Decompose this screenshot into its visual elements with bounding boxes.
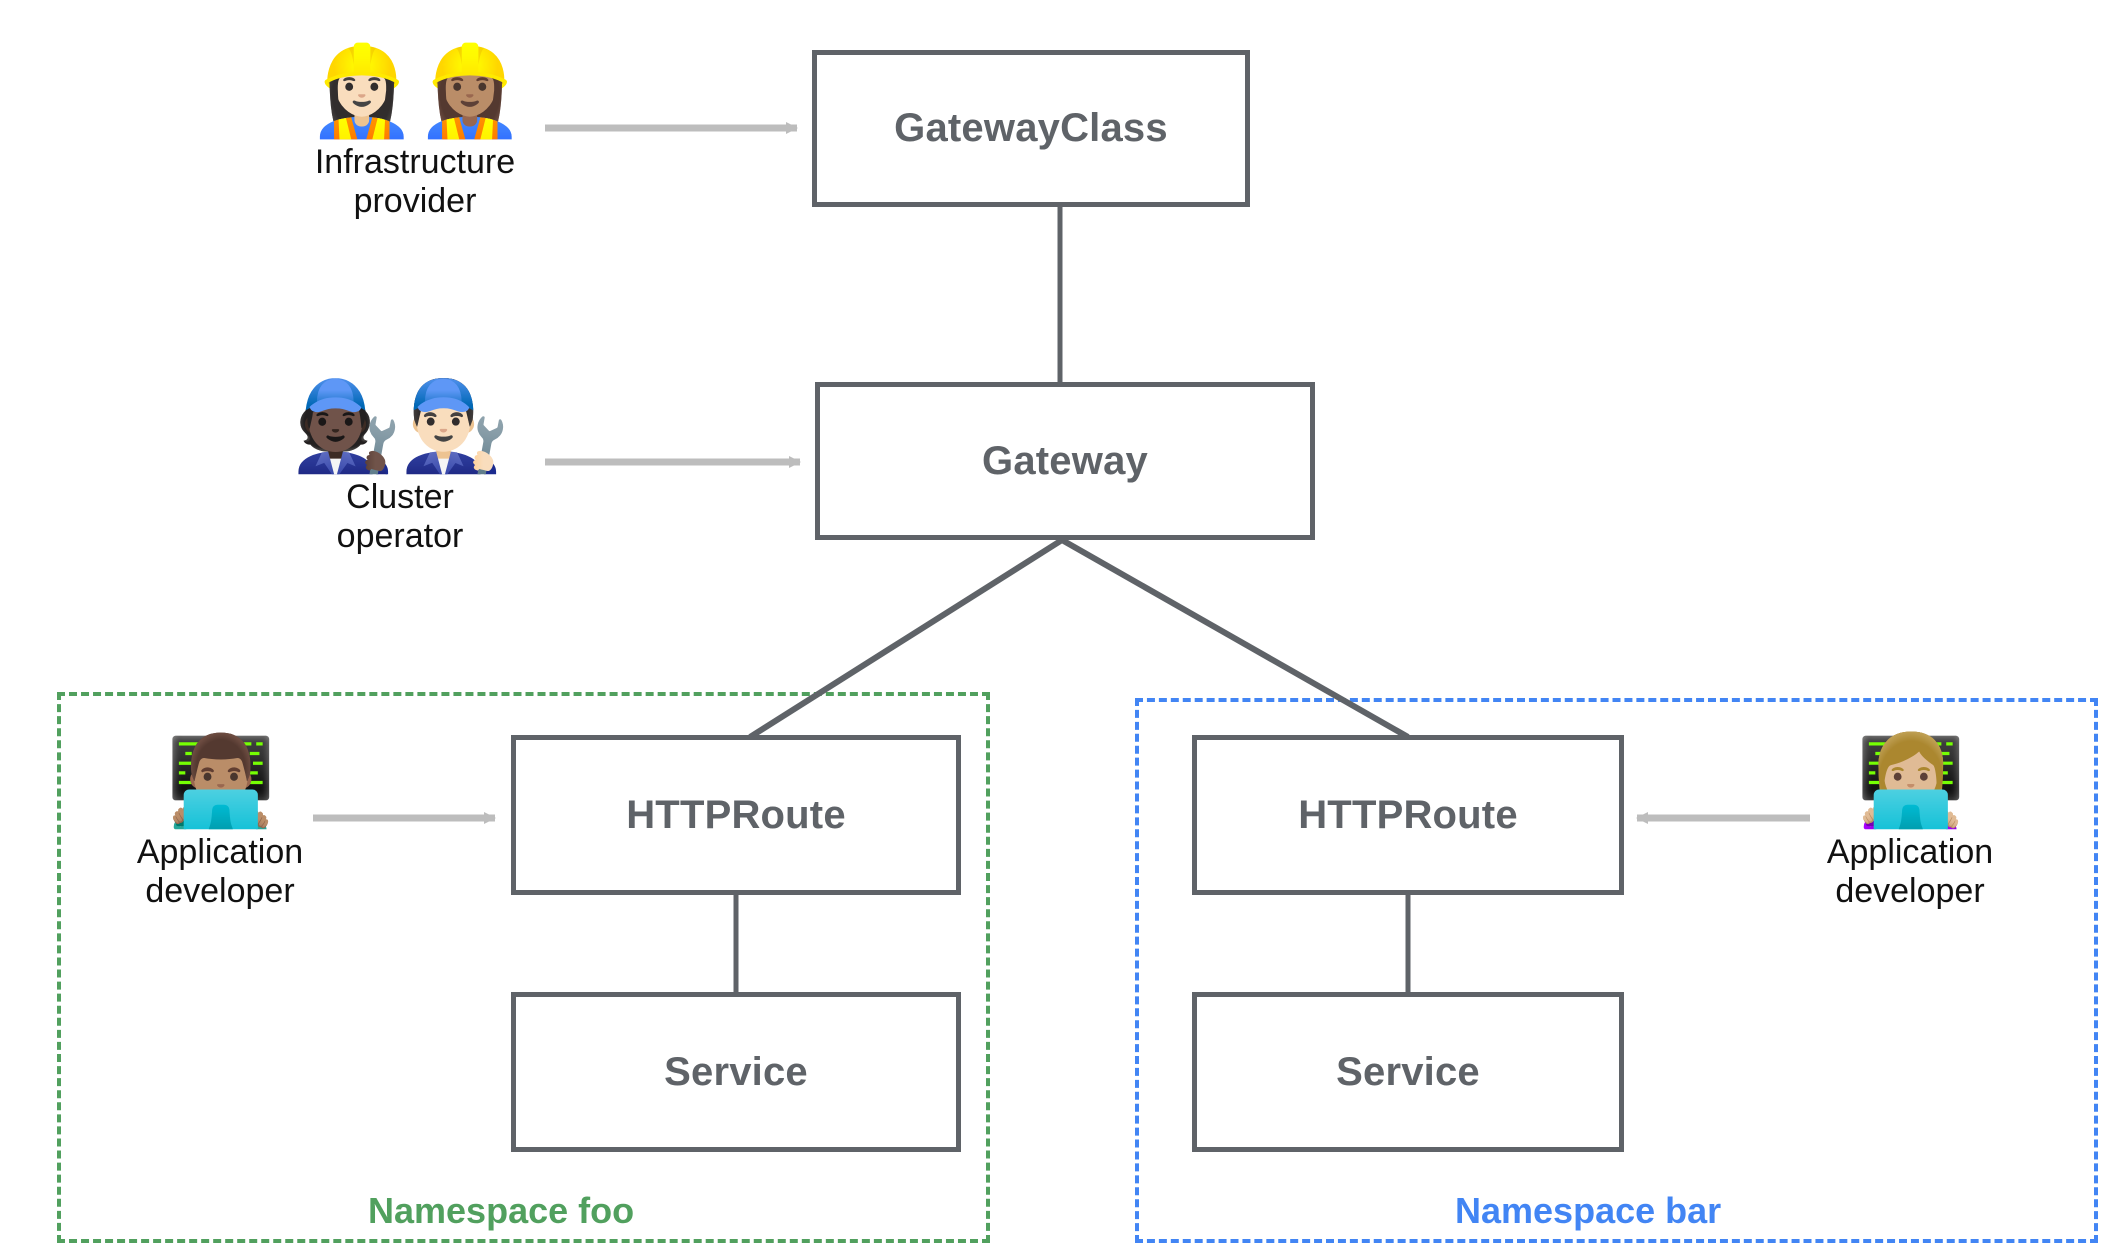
namespace-foo-label: Namespace foo [368,1190,635,1231]
node-service-bar[interactable]: Service [1192,992,1624,1152]
node-service-foo[interactable]: Service [511,992,961,1152]
node-gateway-label: Gateway [982,438,1148,483]
node-httproute-foo-label: HTTPRoute [626,792,846,837]
actor-cluster-operator-label: Cluster operator [336,478,464,556]
actor-application-developer-bar-label: Application developer [1826,833,1994,911]
namespace-foo-container [57,692,990,1243]
node-httproute-bar[interactable]: HTTPRoute [1192,735,1624,895]
node-service-foo-label: Service [664,1049,808,1094]
actor-application-developer-foo: 👨🏽‍💻 Application developer [105,731,335,912]
actor-infrastructure-provider-label: Infrastructure provider [314,143,516,221]
actor-infrastructure-provider: 👷🏻‍♀️👷🏽‍♀️ Infrastructure provider [270,41,560,222]
namespace-bar-label: Namespace bar [1455,1190,1722,1231]
node-httproute-bar-label: HTTPRoute [1298,792,1518,837]
man-technologist-icon: 👨🏽‍💻 [166,731,276,830]
node-gatewayclass-label: GatewayClass [894,106,1168,150]
node-service-bar-label: Service [1336,1049,1480,1094]
namespace-bar-container [1135,698,2098,1243]
node-gateway[interactable]: Gateway [815,382,1315,540]
two-mechanics-icon: 🧑🏿‍🔧👨🏻‍🔧 [292,376,509,475]
node-httproute-foo[interactable]: HTTPRoute [511,735,961,895]
node-gatewayclass[interactable]: GatewayClass [812,50,1250,207]
actor-cluster-operator: 🧑🏿‍🔧👨🏻‍🔧 Cluster operator [255,376,545,557]
actor-application-developer-foo-label: Application developer [136,833,304,911]
woman-technologist-icon: 👩🏼‍💻 [1856,731,1966,830]
actor-application-developer-bar: 👩🏼‍💻 Application developer [1795,731,2025,912]
two-women-construction-workers-icon: 👷🏻‍♀️👷🏽‍♀️ [307,41,524,140]
